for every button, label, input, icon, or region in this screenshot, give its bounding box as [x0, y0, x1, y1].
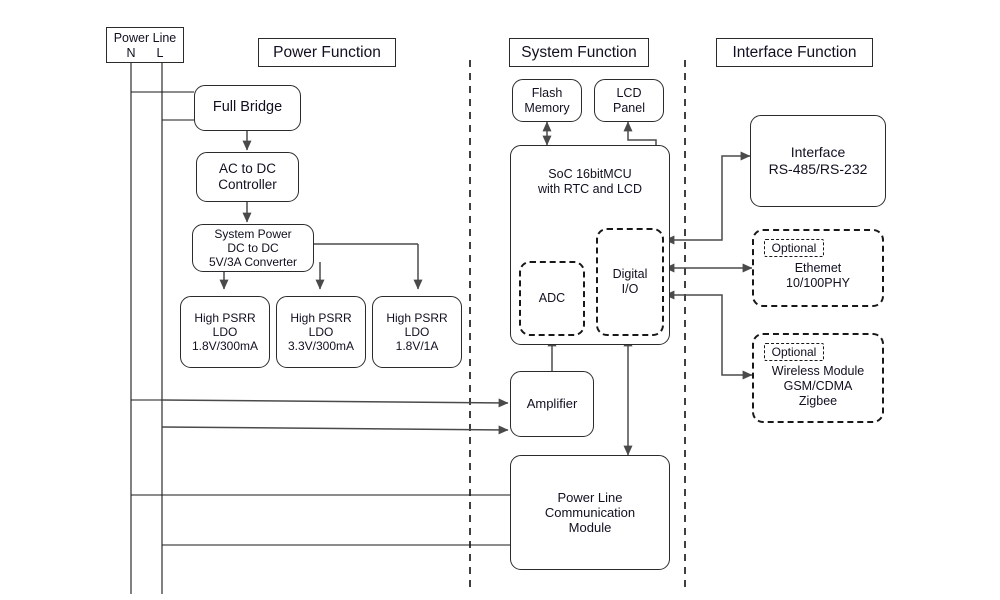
- wire-digitalio-interface: [664, 151, 751, 245]
- ldo3-line3: 1.8V/1A: [395, 339, 439, 354]
- section-title-interface: Interface Function: [716, 38, 873, 67]
- ethernet-line1: Ethemet: [794, 261, 842, 276]
- ethernet-line2: 10/100PHY: [786, 275, 850, 290]
- flash-line2: Memory: [524, 100, 570, 115]
- block-wireless-module[interactable]: Optional Wireless Module GSM/CDMA Zigbee: [752, 333, 884, 423]
- block-ldo-1v8-300ma[interactable]: High PSRR LDO 1.8V/300mA: [180, 296, 270, 368]
- sys-power-line2: DC to DC: [227, 240, 279, 255]
- ldo3-line2: LDO: [404, 324, 430, 339]
- amplifier-label: Amplifier: [526, 396, 578, 412]
- section-title-system: System Function: [509, 38, 649, 67]
- block-full-bridge[interactable]: Full Bridge: [194, 85, 301, 131]
- sys-power-line3: 5V/3A Converter: [208, 255, 298, 270]
- interface-rs-line2: RS-485/RS-232: [768, 161, 868, 177]
- lcd-line1: LCD: [616, 85, 642, 100]
- wireless-badge-label: Optional: [771, 345, 817, 359]
- plc-line3: Module: [568, 520, 612, 536]
- ldo2-line1: High PSRR: [290, 310, 352, 325]
- wire-sense2-amplifier: [161, 425, 509, 435]
- sys-power-line1: System Power: [214, 226, 292, 241]
- section-title-power: Power Function: [258, 38, 396, 67]
- digital-io-line1: Digital: [612, 267, 648, 282]
- section-label-power: Power Function: [273, 43, 381, 61]
- block-digital-io[interactable]: Digital I/O: [596, 228, 664, 336]
- wireless-line2: GSM/CDMA: [783, 378, 853, 393]
- block-amplifier[interactable]: Amplifier: [510, 371, 594, 437]
- block-adc[interactable]: ADC: [519, 261, 585, 336]
- interface-rs-line1: Interface: [790, 144, 846, 161]
- block-plc-module[interactable]: Power Line Communication Module: [510, 455, 670, 570]
- wire-sense1-amplifier: [161, 398, 509, 408]
- ldo2-line2: LDO: [308, 324, 334, 339]
- ethernet-badge-label: Optional: [771, 241, 817, 255]
- block-lcd-panel[interactable]: LCD Panel: [594, 79, 664, 122]
- ldo3-line1: High PSRR: [386, 310, 448, 325]
- block-interface-rs485-rs232[interactable]: Interface RS-485/RS-232: [750, 115, 886, 207]
- plc-line1: Power Line: [557, 489, 623, 505]
- power-line-live: L: [156, 46, 164, 60]
- ldo1-line2: LDO: [212, 324, 238, 339]
- ac-dc-line2: Controller: [218, 177, 277, 192]
- wireless-optional-badge: Optional: [763, 343, 825, 362]
- soc-line2: with RTC and LCD: [538, 181, 642, 196]
- block-ac-to-dc-controller[interactable]: AC to DC Controller: [196, 152, 299, 202]
- wireless-line1: Wireless Module: [771, 364, 865, 379]
- block-system-power-converter[interactable]: System Power DC to DC 5V/3A Converter: [192, 224, 314, 272]
- flash-line1: Flash: [531, 85, 563, 100]
- block-ethernet-phy[interactable]: Optional Ethemet 10/100PHY: [752, 229, 884, 307]
- power-line-title: Power Line: [113, 31, 177, 45]
- wire-digitalio-wireless: [664, 290, 753, 380]
- power-line-label: Power Line N L: [106, 27, 184, 63]
- digital-io-line2: I/O: [621, 282, 639, 296]
- section-label-interface: Interface Function: [732, 43, 857, 61]
- plc-line2: Communication: [544, 504, 636, 520]
- ethernet-optional-badge: Optional: [763, 239, 825, 258]
- full-bridge-label: Full Bridge: [212, 99, 283, 116]
- block-flash-memory[interactable]: Flash Memory: [512, 79, 582, 122]
- ac-dc-line1: AC to DC: [218, 161, 276, 177]
- adc-label: ADC: [538, 291, 566, 306]
- lcd-line2: Panel: [613, 100, 645, 115]
- block-ldo-3v3-300ma[interactable]: High PSRR LDO 3.3V/300mA: [276, 296, 366, 368]
- section-label-system: System Function: [521, 43, 637, 61]
- ldo1-line3: 1.8V/300mA: [191, 339, 259, 354]
- wireless-line3: Zigbee: [798, 393, 838, 408]
- ldo1-line1: High PSRR: [194, 310, 256, 325]
- power-line-neutral: N: [126, 46, 136, 60]
- ldo2-line3: 3.3V/300mA: [287, 339, 355, 354]
- soc-line1: SoC 16bitMCU: [548, 167, 632, 181]
- block-ldo-1v8-1a[interactable]: High PSRR LDO 1.8V/1A: [372, 296, 462, 368]
